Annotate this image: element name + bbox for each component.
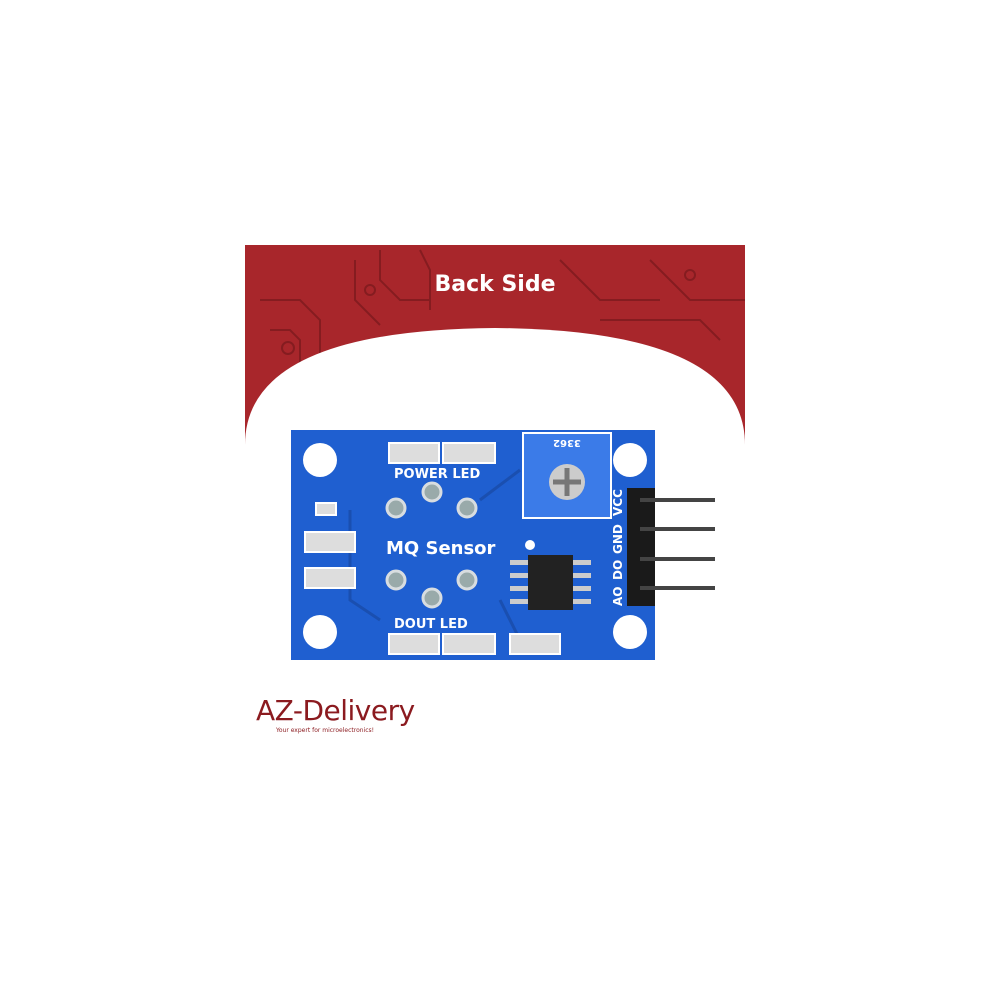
pot-label: 3362 [553, 437, 581, 448]
dout-led-label: DOUT LED [394, 617, 468, 632]
brand-name: AZ-Delivery [256, 694, 415, 727]
banner-title: Back Side [434, 272, 556, 297]
mounting-holes [303, 443, 647, 649]
sensor-board: 3362 POWER LED DOUT LED MQ Sensor AO DO … [291, 430, 715, 660]
power-led-label: POWER LED [394, 467, 480, 482]
comparator-chip [528, 555, 573, 610]
pin-ao-label: AO [611, 587, 625, 607]
sensor-label: MQ Sensor [386, 538, 496, 559]
pin-gnd-label: GND [611, 524, 625, 554]
pin-vcc-label: VCC [611, 489, 625, 516]
brand-tagline: Your expert for microelectronics! [276, 727, 375, 734]
smd-resistors [304, 442, 561, 655]
header-pins [640, 498, 715, 590]
brand-logo: AZ-Delivery Your expert for microelectro… [256, 696, 415, 735]
sensor-pins [385, 481, 478, 609]
pin-do-label: DO [611, 560, 625, 580]
red-circuit-banner [245, 245, 745, 445]
